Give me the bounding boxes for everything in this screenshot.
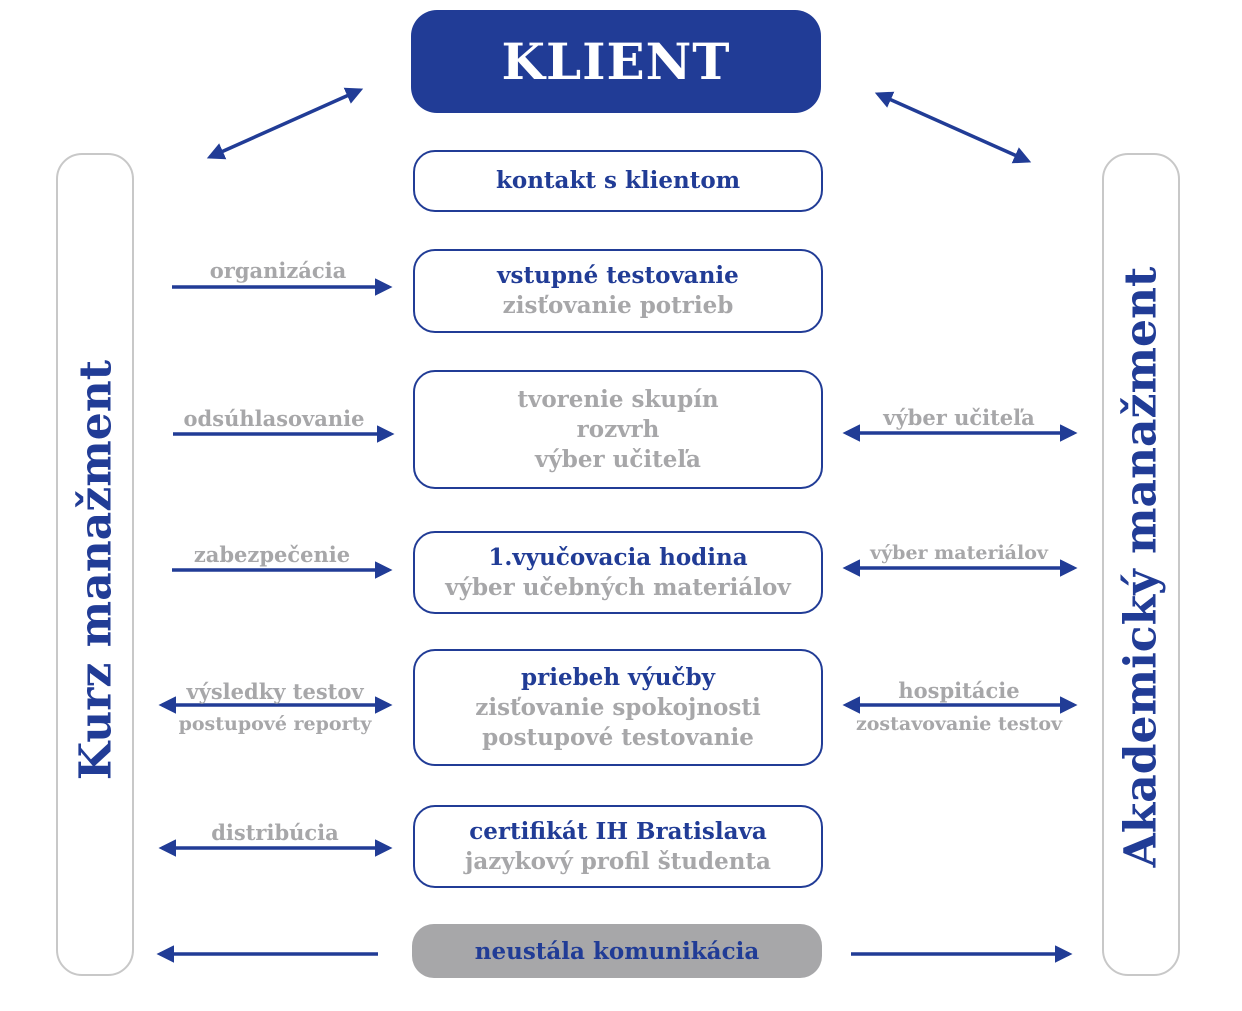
step-detail: výber učiteľa bbox=[535, 445, 701, 473]
step-grouping: tvorenie skupín rozvrh výber učiteľa bbox=[413, 370, 823, 489]
label-approval: odsúhlasovanie bbox=[183, 406, 365, 431]
client-right-arrow bbox=[874, 91, 1032, 164]
step-title: 1.vyučovacia hodina bbox=[488, 543, 748, 571]
label-observation: hospitácie bbox=[898, 678, 1020, 703]
step-detail: výber učebných materiálov bbox=[445, 573, 791, 601]
step-certificate: certifikát IH Bratislava jazykový profil… bbox=[413, 805, 823, 888]
left-panel bbox=[56, 153, 134, 976]
label-materials-choice: výber materiálov bbox=[870, 542, 1048, 564]
step-detail: jazykový profil študenta bbox=[465, 847, 771, 875]
client-left-arrow bbox=[206, 87, 364, 160]
label-provision: zabezpečenie bbox=[193, 542, 351, 567]
step-title: priebeh výučby bbox=[521, 663, 715, 691]
step-course-progress: priebeh výučby zisťovanie spokojnosti po… bbox=[413, 649, 823, 766]
step-title: kontakt s klientom bbox=[495, 167, 741, 194]
label-organization: organizácia bbox=[209, 258, 347, 283]
step-detail: rozvrh bbox=[576, 415, 660, 443]
communication-pill: neustála komunikácia bbox=[412, 924, 822, 978]
label-distribution: distribúcia bbox=[211, 820, 339, 845]
client-header: KLIENT bbox=[411, 10, 821, 113]
label-teacher-choice: výber učiteľa bbox=[883, 405, 1035, 430]
right-panel bbox=[1102, 153, 1180, 976]
label-reports: postupové reporty bbox=[178, 713, 372, 735]
step-contact: kontakt s klientom bbox=[413, 150, 823, 212]
step-detail: tvorenie skupín bbox=[517, 385, 719, 413]
label-test-building: zostavovanie testov bbox=[855, 713, 1063, 735]
step-detail: zisťovanie potrieb bbox=[502, 292, 734, 319]
step-title: certifikát IH Bratislava bbox=[469, 817, 767, 845]
step-title: vstupné testovanie bbox=[497, 262, 739, 289]
step-detail: zisťovanie spokojnosti bbox=[475, 693, 761, 721]
step-detail: postupové testovanie bbox=[482, 723, 754, 751]
step-first-lesson: 1.vyučovacia hodina výber učebných mater… bbox=[413, 531, 823, 614]
step-entry-testing: vstupné testovanie zisťovanie potrieb bbox=[413, 249, 823, 333]
label-results: výsledky testov bbox=[186, 679, 364, 704]
